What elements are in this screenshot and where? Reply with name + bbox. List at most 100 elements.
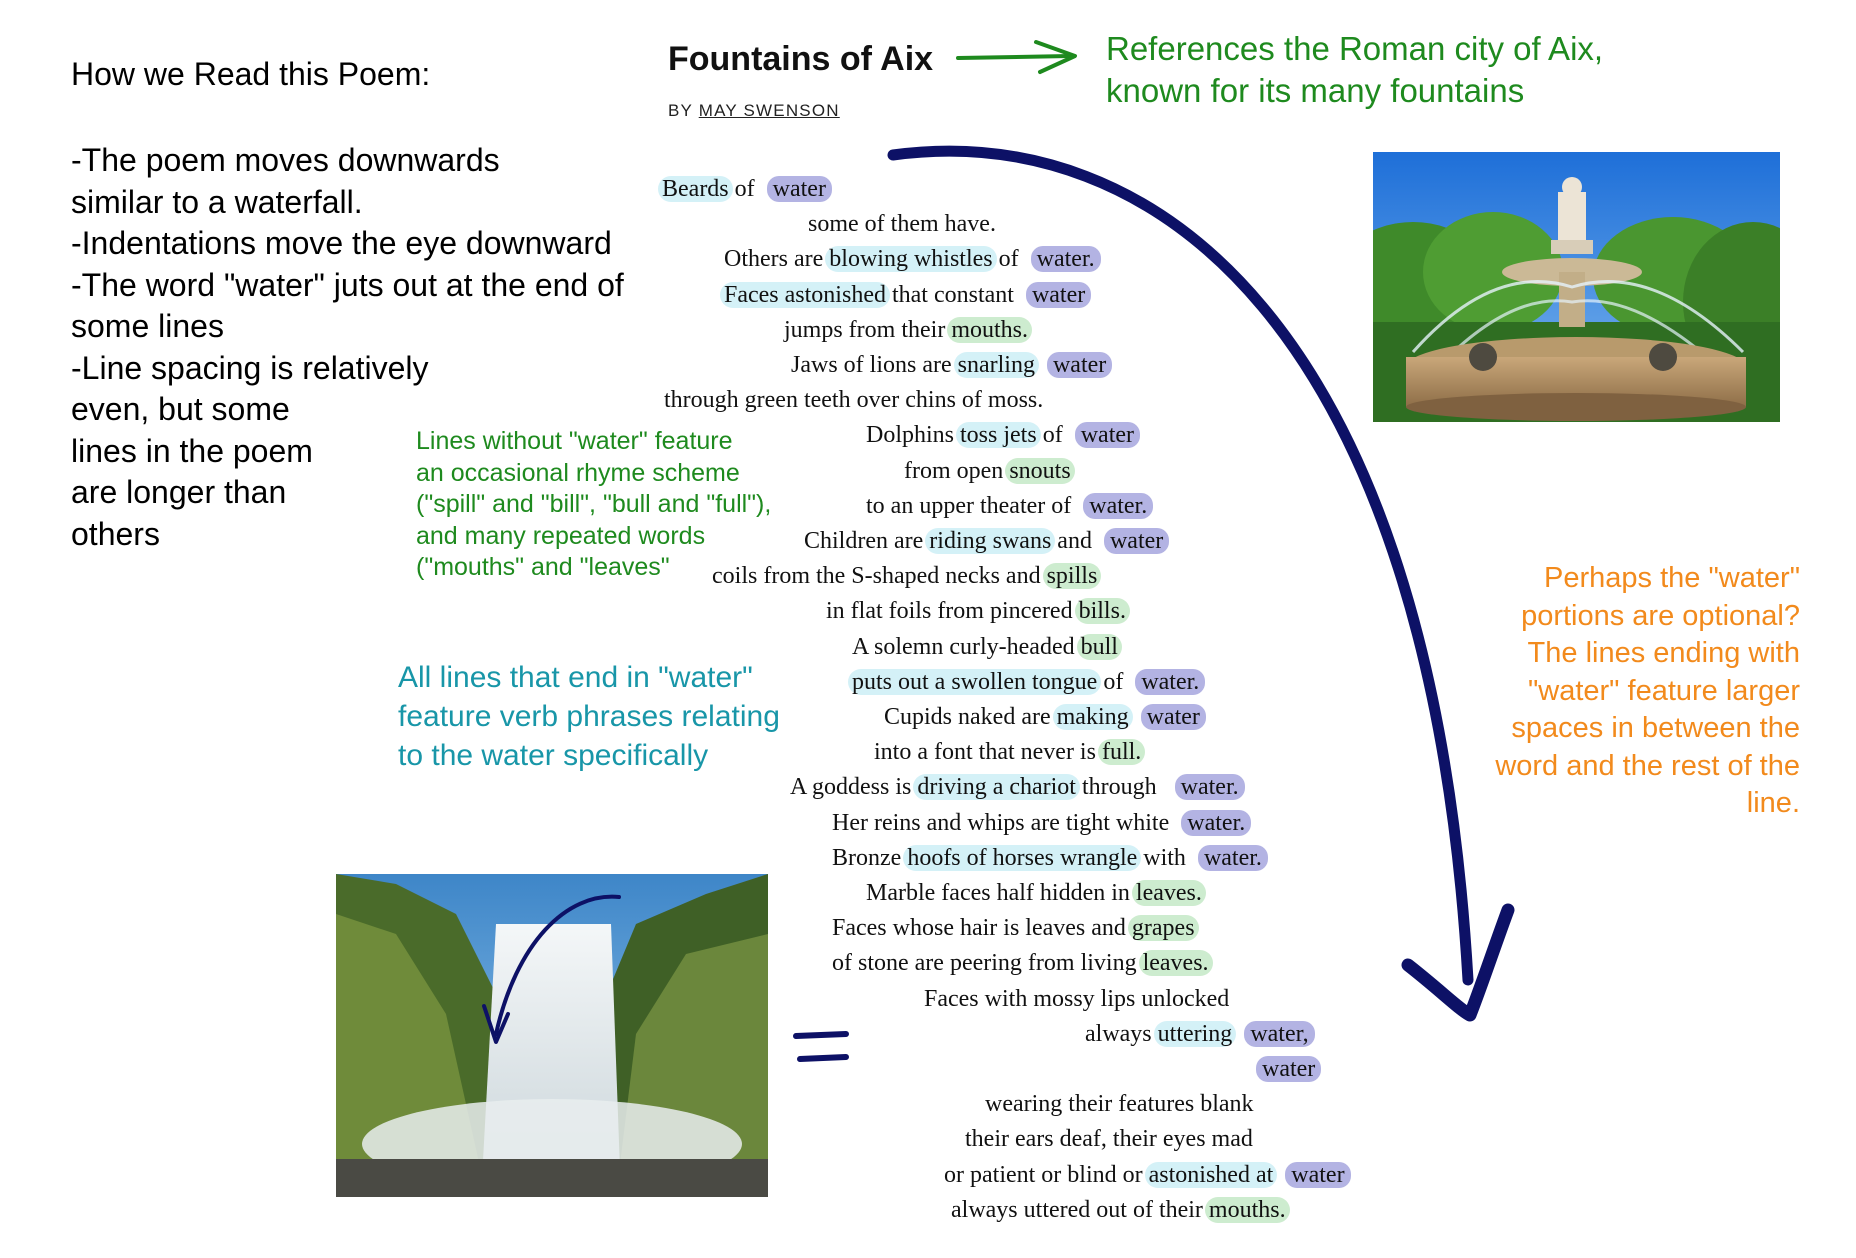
poem-text: Bronze xyxy=(832,844,908,871)
poem-text: A goddess is xyxy=(790,774,918,801)
poem-line: from open snouts xyxy=(904,456,1075,486)
poem-text: and xyxy=(1051,528,1110,554)
note-aix: References the Roman city of Aix, known … xyxy=(1106,28,1603,112)
poem-text: Dolphins xyxy=(866,422,961,449)
note-line: ("spill" and "bill", "bull and "full"), xyxy=(416,490,772,518)
poem-line: always uttering water, xyxy=(1085,1019,1315,1049)
poem-text: of xyxy=(992,246,1037,273)
reading-point: some lines xyxy=(71,308,224,344)
poem-text: always uttered out of their xyxy=(951,1196,1209,1223)
verb-highlight: snarling xyxy=(953,352,1039,378)
poem-text: Jaws of lions are xyxy=(791,352,958,378)
water-highlight: water xyxy=(1285,1161,1351,1188)
reading-point: -The poem moves downwards xyxy=(71,142,500,178)
poem-text: from open xyxy=(904,457,1010,484)
poem-line: some of them have. xyxy=(808,209,996,239)
note-line: line. xyxy=(1746,787,1800,819)
poem-text: with xyxy=(1137,844,1204,871)
reading-heading: How we Read this Poem: xyxy=(71,56,431,92)
water-highlight: water. xyxy=(1197,844,1268,871)
poem-text: A solemn curly-headed xyxy=(852,633,1081,660)
note-line: The lines ending with xyxy=(1527,637,1800,669)
author-link[interactable]: MAY SWENSON xyxy=(698,101,840,120)
verb-highlight: making xyxy=(1052,704,1133,730)
reading-point: -Indentations move the eye downward xyxy=(71,225,612,261)
note-line: Perhaps the "water" xyxy=(1544,562,1800,594)
water-highlight: water xyxy=(1140,704,1206,730)
verb-highlight: blowing whistles xyxy=(825,246,997,273)
water-highlight: water xyxy=(1074,422,1140,449)
reading-point: even, but some xyxy=(71,391,290,427)
note-line: All lines that end in "water" xyxy=(398,661,753,694)
verb-highlight: puts out a swollen tongue xyxy=(848,668,1102,695)
poem-line: puts out a swollen tongue of water. xyxy=(848,667,1206,697)
title-arrow xyxy=(956,40,1077,74)
byline-prefix: BY xyxy=(668,101,693,120)
reading-point: are longer than xyxy=(71,474,287,510)
poem-text: into a font that never is xyxy=(874,739,1102,766)
rhyme-highlight: leaves. xyxy=(1131,880,1206,906)
verb-highlight: uttering xyxy=(1153,1020,1237,1047)
rhyme-highlight: spills xyxy=(1042,563,1102,590)
rhyme-highlight: bull xyxy=(1076,633,1122,660)
water-highlight: water. xyxy=(1174,774,1245,801)
poem-text: Faces whose hair is leaves and xyxy=(832,915,1132,942)
poem-line: through green teeth over chins of moss. xyxy=(664,385,1043,415)
waterfall-photo xyxy=(336,874,768,1197)
poem-text: of stone are peering from living xyxy=(832,950,1143,977)
poem-line: coils from the S-shaped necks and spills xyxy=(712,561,1102,591)
rhyme-highlight: mouths. xyxy=(947,316,1032,343)
water-highlight: water xyxy=(766,176,832,202)
note-line: and many repeated words xyxy=(416,521,706,550)
note-verbs: All lines that end in "water" feature ve… xyxy=(398,658,780,775)
note-line: "water" feature larger xyxy=(1527,674,1800,707)
water-highlight: water, xyxy=(1244,1020,1315,1047)
poem-text: Cupids naked are xyxy=(884,704,1057,730)
poem-text: jumps from their xyxy=(784,316,952,343)
water-highlight: water. xyxy=(1030,246,1101,273)
verb-highlight: riding swans xyxy=(925,528,1056,554)
poem-line: Beards of water xyxy=(658,174,832,204)
reading-point: others xyxy=(71,515,160,552)
water-highlight: water xyxy=(1046,352,1113,378)
poem-line: wearing their features blank xyxy=(985,1089,1254,1119)
note-optional: Perhaps the "water" portions are optiona… xyxy=(1440,560,1800,823)
poem-text: of xyxy=(1036,422,1081,449)
reading-point: -Line spacing is relatively xyxy=(71,349,429,386)
poem-line: to an upper theater of water. xyxy=(866,491,1154,521)
poem-text: Faces with mossy lips unlocked xyxy=(924,985,1230,1012)
rhyme-highlight: full. xyxy=(1097,739,1146,766)
water-highlight: water. xyxy=(1135,668,1206,695)
verb-highlight: astonished at xyxy=(1144,1161,1278,1188)
poem-line: Faces astonished that constant water xyxy=(720,280,1092,310)
poem-text: of xyxy=(1097,668,1142,695)
poem-text: wearing their features blank xyxy=(985,1091,1254,1118)
poem-text: coils from the S-shaped necks and xyxy=(712,563,1047,590)
rhyme-highlight: snouts xyxy=(1005,457,1075,484)
poem-line: water xyxy=(1256,1054,1322,1084)
water-highlight: water. xyxy=(1083,492,1154,519)
note-line: to the water specifically xyxy=(398,739,709,772)
reading-point: -The word "water" juts out at the end of xyxy=(71,266,624,303)
poem-text: to an upper theater of xyxy=(866,492,1090,519)
poem-text: Others are xyxy=(724,246,830,273)
poem-line: their ears deaf, their eyes mad xyxy=(965,1124,1253,1154)
note-line: References the Roman city of Aix, xyxy=(1106,30,1604,67)
poem-line: Marble faces half hidden in leaves. xyxy=(866,878,1206,908)
poem-text: in flat foils from pincered xyxy=(826,598,1079,625)
poem-line: Faces with mossy lips unlocked xyxy=(924,984,1229,1014)
rhyme-highlight: leaves. xyxy=(1138,950,1213,977)
verb-highlight: Faces astonished xyxy=(720,281,890,308)
poem-byline: BY MAY SWENSON xyxy=(668,101,840,121)
rhyme-highlight: grapes xyxy=(1127,915,1199,942)
poem-line: or patient or blind or astonished at wat… xyxy=(944,1160,1351,1190)
equals-sign xyxy=(793,1031,849,1062)
poem-line: Children are riding swans and water xyxy=(804,526,1170,556)
verb-highlight: Beards xyxy=(658,176,733,202)
fountain-photo xyxy=(1373,152,1780,422)
poem-line: Her reins and whips are tight white wate… xyxy=(832,808,1252,838)
poem-line: jumps from their mouths. xyxy=(784,315,1032,345)
note-line: Lines without "water" feature xyxy=(416,427,733,455)
curved-flow-arrow xyxy=(887,145,1515,1022)
